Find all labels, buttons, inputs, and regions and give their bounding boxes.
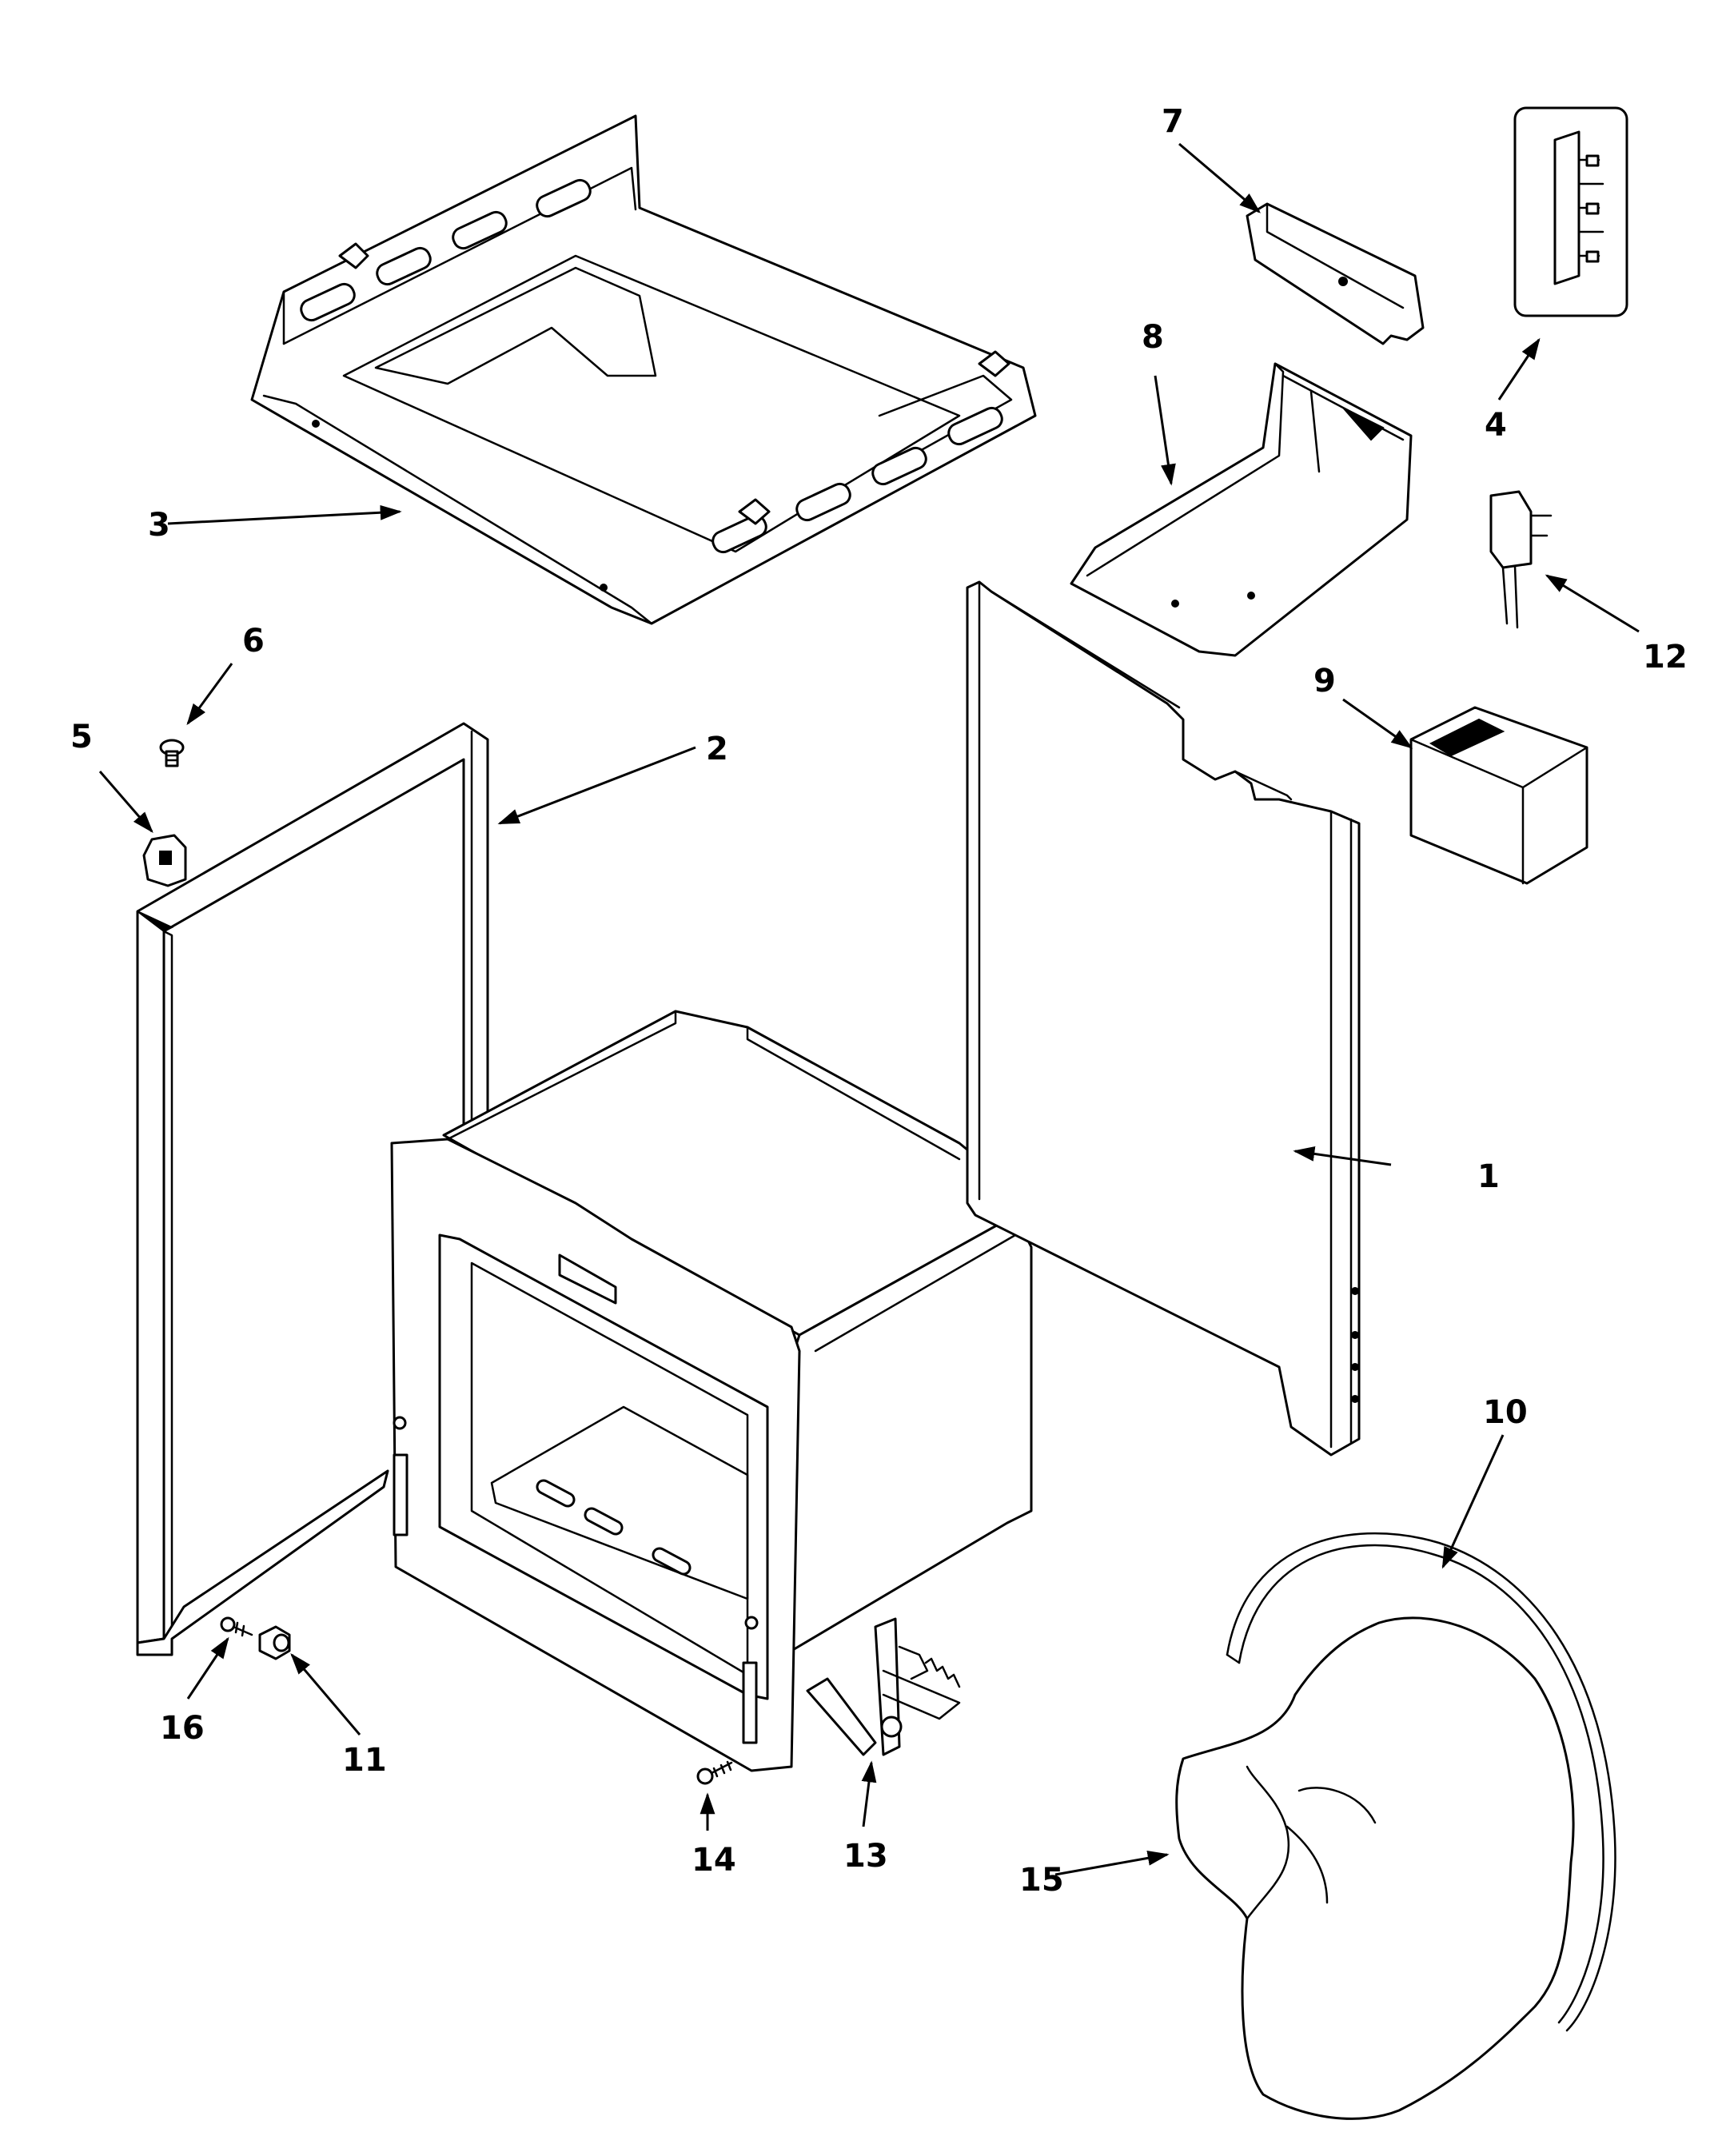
- callout-13: 13: [843, 1838, 888, 1875]
- part-2-side-frame: [136, 722, 489, 1656]
- callout-5: 5: [70, 719, 93, 755]
- part-12-power-cord: [1489, 490, 1553, 629]
- leader-7: [1178, 142, 1262, 213]
- leader-12: [1545, 574, 1640, 633]
- callout-12: 12: [1643, 639, 1688, 675]
- leader-16: [186, 1636, 229, 1700]
- callout-16: 16: [160, 1710, 205, 1747]
- part-8-duct: [1070, 362, 1413, 657]
- callout-3: 3: [148, 507, 170, 544]
- callout-9: 9: [1313, 663, 1336, 699]
- leader-3: [167, 504, 402, 525]
- part-6-screw: [159, 739, 185, 767]
- leader-13: [861, 1760, 877, 1827]
- callout-7: 7: [1162, 103, 1184, 140]
- callout-2: 2: [706, 731, 728, 767]
- leader-lines: [98, 142, 1640, 1876]
- leader-4: [1497, 337, 1541, 401]
- leader-6: [186, 663, 233, 726]
- callout-1: 1: [1477, 1158, 1500, 1195]
- part-14-screw: [696, 1760, 733, 1785]
- callout-6: 6: [242, 623, 265, 660]
- part-16-screw: [220, 1616, 253, 1637]
- leader-1: [1293, 1146, 1392, 1166]
- callout-4: 4: [1485, 407, 1507, 444]
- callout-15: 15: [1019, 1862, 1064, 1899]
- part-13-latch: [806, 1617, 961, 1756]
- part-10-band: [1226, 1532, 1616, 2032]
- leader-5: [98, 771, 153, 834]
- leader-8: [1154, 375, 1176, 486]
- leader-15: [1054, 1850, 1170, 1876]
- leader-11: [290, 1652, 361, 1736]
- leader-10: [1441, 1434, 1505, 1569]
- part-9-box: [1409, 706, 1588, 885]
- leader-2: [497, 746, 696, 825]
- leader-9: [1342, 698, 1413, 749]
- part-15-insulation: [1175, 1616, 1575, 2120]
- callout-10: 10: [1483, 1394, 1528, 1431]
- callout-labels: 1 2 3 4 5 6 7 8 9 10 11 12 13 14 15 16: [70, 103, 1688, 1899]
- part-1-side-panel: [966, 580, 1361, 1457]
- part-11-bumper: [258, 1625, 291, 1660]
- part-5-clip: [142, 834, 187, 887]
- oven-cavity: [390, 1010, 1033, 1772]
- callout-14: 14: [692, 1842, 736, 1879]
- callout-11: 11: [342, 1742, 387, 1779]
- part-7-bracket: [1246, 202, 1425, 345]
- part-4-terminal-block: [1513, 106, 1628, 317]
- callout-8: 8: [1142, 319, 1164, 356]
- part-3-top-tray: [250, 114, 1037, 625]
